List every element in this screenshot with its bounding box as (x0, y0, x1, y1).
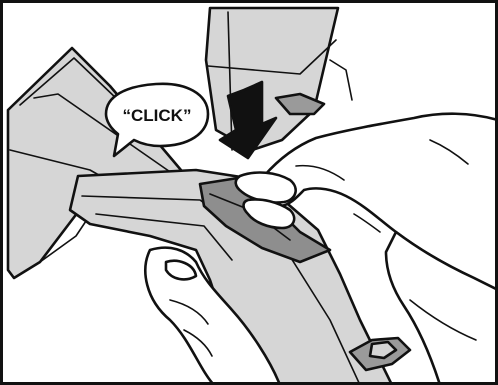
callout-text: “CLICK” (123, 106, 192, 125)
down-arrow-icon (218, 80, 278, 160)
left-hand (144, 246, 282, 385)
click-callout: “CLICK” (104, 82, 210, 158)
rudder-tab (348, 336, 412, 372)
sleeve (384, 230, 498, 385)
fin-tab (274, 92, 326, 116)
